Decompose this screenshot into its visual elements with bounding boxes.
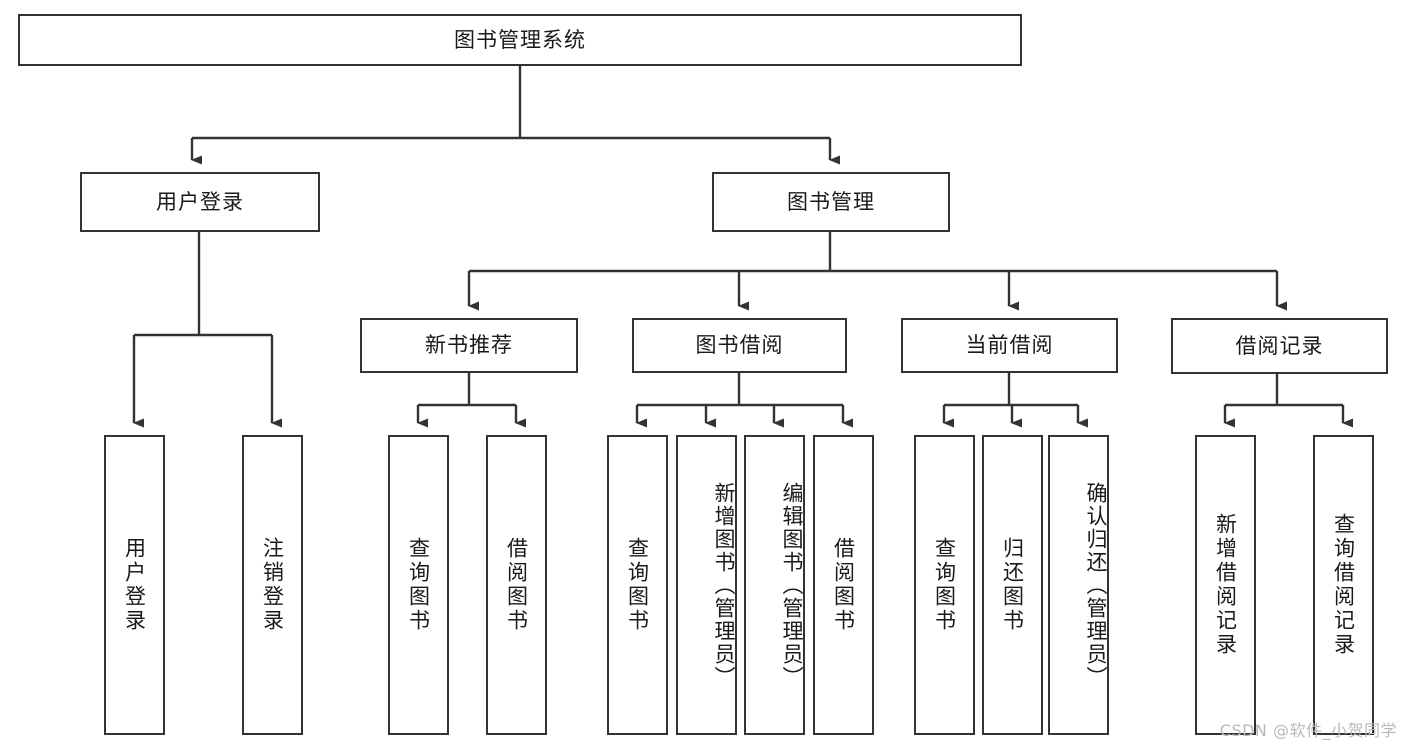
node-book-borrow[interactable]: 图书借阅 xyxy=(632,318,847,373)
node-leaf-edit-book[interactable]: 编辑图书（管理员） xyxy=(744,435,805,735)
node-leaf-query-book-1-label: 查询图书 xyxy=(406,537,431,633)
node-user-login-label: 用户登录 xyxy=(156,189,244,214)
node-leaf-query-record[interactable]: 查询借阅记录 xyxy=(1313,435,1374,735)
node-book-manage[interactable]: 图书管理 xyxy=(712,172,950,232)
watermark-text: CSDN @软件_小贺同学 xyxy=(1219,721,1397,740)
node-leaf-query-book-3-label: 查询图书 xyxy=(932,537,957,633)
node-leaf-borrow-book-2[interactable]: 借阅图书 xyxy=(813,435,874,735)
node-leaf-add-record[interactable]: 新增借阅记录 xyxy=(1195,435,1256,735)
node-leaf-return-book[interactable]: 归还图书 xyxy=(982,435,1043,735)
node-current-borrow[interactable]: 当前借阅 xyxy=(901,318,1118,373)
node-leaf-borrow-book-1[interactable]: 借阅图书 xyxy=(486,435,547,735)
node-leaf-borrow-book-1-label: 借阅图书 xyxy=(504,537,529,633)
node-book-manage-label: 图书管理 xyxy=(787,189,875,214)
node-leaf-add-book[interactable]: 新增图书（管理员） xyxy=(676,435,737,735)
node-root-label: 图书管理系统 xyxy=(454,27,586,52)
node-book-borrow-label: 图书借阅 xyxy=(695,333,784,358)
node-leaf-logout[interactable]: 注销登录 xyxy=(242,435,303,735)
node-leaf-add-book-label: 新增图书（管理员） xyxy=(712,481,736,689)
node-leaf-confirm-return-label: 确认归还（管理员） xyxy=(1084,481,1108,689)
node-leaf-user-login[interactable]: 用户登录 xyxy=(104,435,165,735)
node-leaf-user-login-label: 用户登录 xyxy=(122,537,147,633)
node-leaf-query-record-label: 查询借阅记录 xyxy=(1331,513,1356,657)
node-current-borrow-label: 当前借阅 xyxy=(965,333,1054,358)
node-new-book-recommend[interactable]: 新书推荐 xyxy=(360,318,578,373)
node-user-login[interactable]: 用户登录 xyxy=(80,172,320,232)
node-leaf-query-book-2-label: 查询图书 xyxy=(625,537,650,633)
node-leaf-query-book-3[interactable]: 查询图书 xyxy=(914,435,975,735)
node-new-book-recommend-label: 新书推荐 xyxy=(425,333,513,358)
node-leaf-return-book-label: 归还图书 xyxy=(1000,537,1025,633)
node-borrow-record[interactable]: 借阅记录 xyxy=(1171,318,1388,374)
node-leaf-add-record-label: 新增借阅记录 xyxy=(1213,513,1238,657)
node-leaf-edit-book-label: 编辑图书（管理员） xyxy=(780,481,804,689)
node-leaf-logout-label: 注销登录 xyxy=(260,537,285,633)
node-leaf-borrow-book-2-label: 借阅图书 xyxy=(831,537,856,633)
node-leaf-query-book-1[interactable]: 查询图书 xyxy=(388,435,449,735)
node-root[interactable]: 图书管理系统 xyxy=(18,14,1022,66)
node-leaf-confirm-return[interactable]: 确认归还（管理员） xyxy=(1048,435,1109,735)
node-leaf-query-book-2[interactable]: 查询图书 xyxy=(607,435,668,735)
node-borrow-record-label: 借阅记录 xyxy=(1235,333,1324,358)
